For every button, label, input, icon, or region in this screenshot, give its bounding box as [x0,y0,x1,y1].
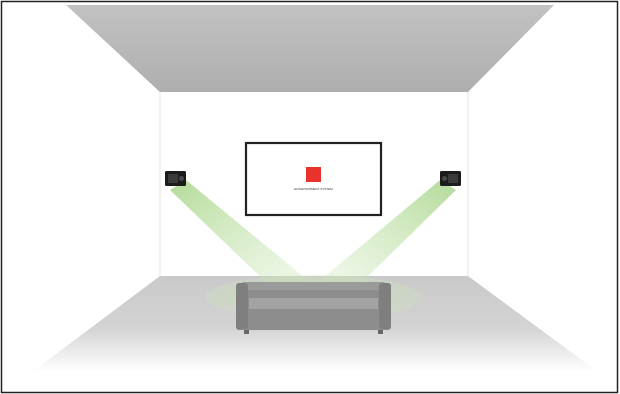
sofa-icon [236,282,391,334]
screen-caption: ENTERTAINMENT SYSTEM [294,187,333,191]
red-square-logo-icon [306,167,321,182]
speaker-left-icon [165,171,186,186]
speaker-right-icon [440,171,461,186]
tv-screen: ENTERTAINMENT SYSTEM [246,143,381,215]
